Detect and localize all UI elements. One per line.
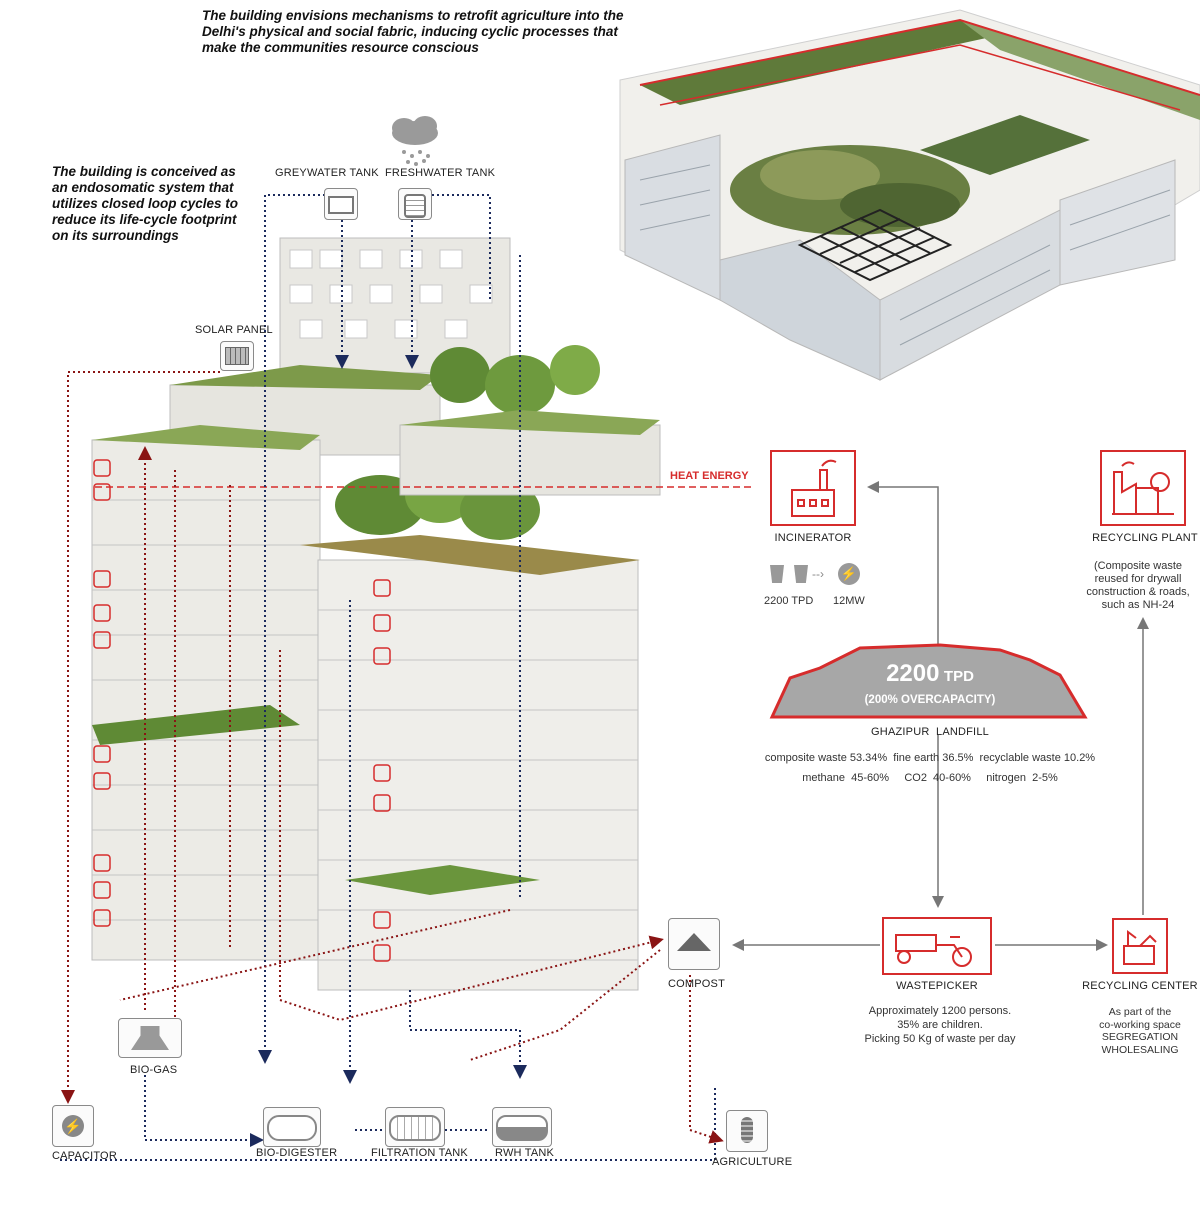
aerial-pergola [797,208,953,282]
recycling-plant-icon [1100,450,1186,526]
aerial-green-roof-right [960,20,1200,120]
recycling-center-label: RECYCLING CENTER [1082,980,1198,992]
recycling-plant-note: (Composite waste reused for drywall cons… [1086,560,1190,611]
left-tower [91,439,321,961]
tree-cluster [335,345,600,540]
dashed-arrow-icon: --› [812,567,824,581]
trash-icon-2 [794,565,808,583]
roof-garden-upper [170,365,440,390]
corn-icon [726,1110,768,1152]
cloud-rain-icon [392,116,438,166]
landfill-unit: TPD [943,668,974,685]
top-note: The building envisions mechanisms to ret… [202,8,624,55]
incinerator-input: 2200 TPD [764,595,814,607]
recycling-center-line-3: SEGREGATION [1101,1031,1179,1043]
filtration-tank-label: FILTRATION TANK [371,1147,468,1159]
left-note: The building is conceived as an endosoma… [52,164,239,243]
capacitor-label: CAPACITOR [52,1150,117,1162]
incinerator-icon [770,450,856,526]
recycling-center-line-1: As part of the [1108,1006,1172,1018]
wastepicker-line-1: Approximately 1200 persons. [868,1005,1012,1017]
right-tower [317,559,639,991]
greywater-tank-icon [324,188,358,220]
solar-panel-label: SOLAR PANEL [195,324,273,336]
recycling-center-line-4: WHOLESALING [1101,1043,1179,1056]
rwh-tank-label: RWH TANK [495,1147,555,1159]
rwh-tank-icon [492,1107,552,1147]
bio-gas-label: BIO-GAS [130,1064,178,1076]
landfill-amount: 2200 [886,660,940,687]
wastepicker-line-2: 35% are children. [897,1019,983,1031]
greywater-tank-label: GREYWATER TANK [275,167,379,179]
compost-icon [668,918,720,970]
farm-floor-left [92,705,300,745]
unit-icons [93,459,391,962]
wastepicker-line-3: Picking 50 Kg of waste per day [864,1033,1016,1045]
trash-icon [770,565,784,583]
recycling-center-line-2: co-working space [1099,1018,1181,1031]
recycling-plant-label: RECYCLING PLANT [1092,532,1198,544]
upper-tower [279,237,511,374]
incinerator-label: INCINERATOR [774,532,852,544]
freshwater-tank-label: FRESHWATER TANK [385,167,496,179]
aerial-courtyard-trees [730,145,970,235]
landfill-amount-row: 2200 TPD [780,660,1080,688]
landfill-composition-1: composite waste 53.34% fine earth 36.5% … [764,752,1096,764]
recycling-center-info: As part of the co-working space SEGREGAT… [1080,1006,1200,1056]
solar-panel-icon [220,341,254,371]
wastepicker-label: WASTEPICKER [896,980,978,992]
wastepicker-icon [882,917,992,975]
aerial-green-roof [640,20,1000,105]
landfill-name: GHAZIPUR LANDFILL [871,726,989,738]
landfill-composition-2: methane 45-60% CO2 40-60% nitrogen 2-5% [802,772,1058,784]
wastepicker-info: Approximately 1200 persons. 35% are chil… [840,1004,1040,1046]
bio-gas-icon [118,1018,182,1058]
filtration-tank-icon [385,1107,445,1147]
energy-bolt-icon: ⚡ [838,563,860,585]
agriculture-label: AGRICULTURE [712,1156,793,1168]
heat-energy-label: HEAT ENERGY [670,470,749,482]
compost-label: COMPOST [668,978,726,990]
freshwater-tank-icon [398,188,432,220]
aerial-green-roof-mid [920,115,1090,175]
capacitor-icon: ⚡ [52,1105,94,1147]
recycling-center-icon [1112,918,1168,974]
incinerator-output: 12MW [833,595,865,607]
farm-floor-right [345,865,540,895]
bio-digester-icon [263,1107,321,1147]
landfill-capacity: (200% OVERCAPACITY) [864,694,996,706]
bio-digester-label: BIO-DIGESTER [256,1147,338,1159]
